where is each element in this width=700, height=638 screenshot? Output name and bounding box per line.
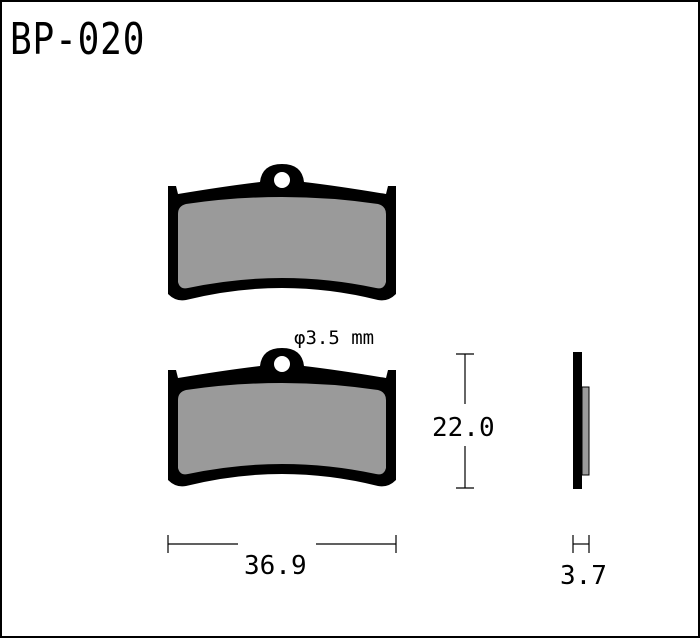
width-dimension	[167, 535, 397, 553]
thickness-dimension	[572, 535, 590, 553]
side-view-backing-plate	[573, 352, 582, 489]
hole-diameter-label: φ3.5 mm	[294, 327, 374, 349]
bottom-brake-pad	[168, 348, 396, 487]
top-pad-mounting-hole	[274, 172, 290, 188]
top-pad-friction-material	[178, 197, 386, 289]
thickness-dimension-value: 3.7	[560, 561, 607, 591]
width-dimension-value: 36.9	[244, 551, 307, 581]
height-dimension	[456, 353, 474, 489]
part-number-title: BP-020	[10, 14, 146, 65]
height-dimension-value: 22.0	[432, 413, 495, 443]
side-view-brake-pad	[573, 352, 590, 489]
bottom-pad-friction-material	[178, 383, 386, 475]
bottom-pad-mounting-hole	[274, 356, 290, 372]
side-view-friction-material	[581, 386, 590, 476]
top-brake-pad	[168, 164, 396, 301]
